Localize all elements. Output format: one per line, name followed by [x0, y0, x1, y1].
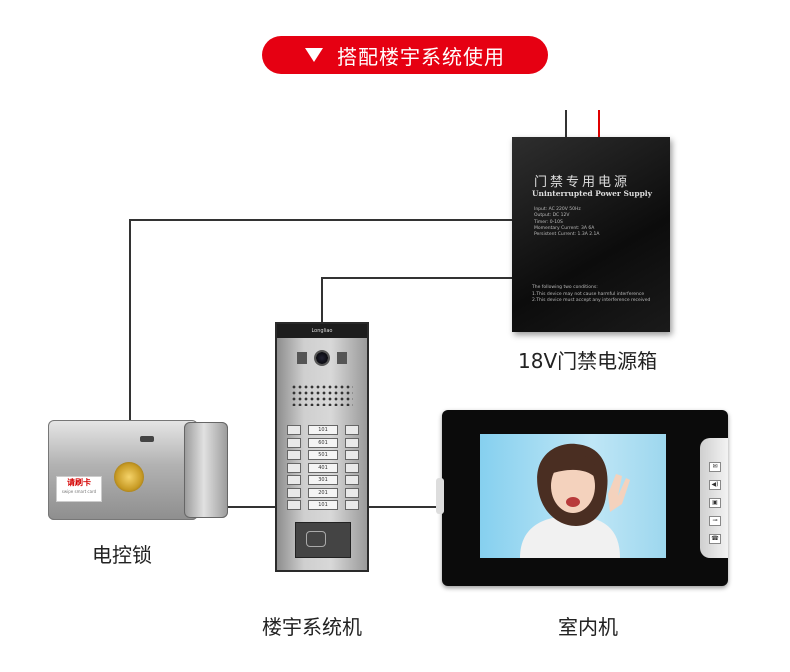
station-brand: Longliao [277, 324, 367, 338]
door-station: Longliao 101 601 501 401 301 201 101 [275, 322, 369, 572]
room-label: 101 [308, 425, 338, 436]
key-button [345, 437, 359, 448]
key-button [287, 500, 301, 511]
key-cylinder-icon [114, 462, 144, 492]
psu-note-list: The following two conditions: 1.This dev… [532, 285, 650, 305]
room-label: 401 [308, 462, 338, 473]
header-banner: 搭配楼宇系统使用 [262, 36, 548, 74]
indoor-monitor: ✉ ◀) ▣ ⊸ ☎ [436, 410, 728, 586]
room-label: 501 [308, 450, 338, 461]
call-button[interactable]: ☎ [709, 534, 721, 544]
sticker-title: 请刷卡 [67, 478, 91, 487]
key-button [287, 450, 301, 461]
psu-spec-list: Input: AC 220V 50Hz Output: DC 12V Timer… [534, 207, 599, 238]
monitor-button-panel: ✉ ◀) ▣ ⊸ ☎ [700, 438, 728, 558]
psu-spec-line: Output: DC 12V [534, 213, 570, 219]
psu-title-cn: 门禁专用电源 [534, 175, 631, 190]
monitor-button[interactable]: ▣ [709, 498, 721, 508]
keypad-row: 501 [287, 449, 359, 462]
key-button [287, 462, 301, 473]
person-photo-icon [520, 443, 630, 558]
psu-spec-line: Momentary Current: 3A 6A [534, 225, 595, 231]
unlock-button[interactable]: ⊸ [709, 516, 721, 526]
electric-lock: 请刷卡 swipe smart card [48, 418, 228, 523]
key-button [345, 500, 359, 511]
monitor-screen [480, 434, 666, 558]
room-label: 101 [308, 500, 338, 511]
station-light-icon [297, 352, 307, 364]
station-light-icon [337, 352, 347, 364]
volume-button[interactable]: ◀) [709, 480, 721, 490]
lock-caption: 电控锁 [92, 543, 152, 567]
key-button [345, 462, 359, 473]
keypad-row: 601 [287, 437, 359, 450]
down-triangle-icon [305, 48, 323, 62]
psu-spec-line: Timer: 0-10S [534, 219, 563, 225]
key-button [287, 425, 301, 436]
station-caption: 楼宇系统机 [262, 615, 362, 639]
psu-title-en: Uninterrupted Power Supply [532, 189, 653, 198]
key-button [287, 487, 301, 498]
card-reader-slot [140, 436, 154, 442]
card-reader-icon [295, 522, 351, 558]
psu-note-line: 1.This device may not cause harmful inte… [532, 291, 645, 297]
psu-spec-line: Persistent Current: 1.3A 2.1A [534, 232, 600, 238]
key-button [345, 487, 359, 498]
key-button [287, 437, 301, 448]
keypad-row: 201 [287, 487, 359, 500]
keypad-row: 101 [287, 424, 359, 437]
keypad-row: 301 [287, 474, 359, 487]
psu-note-line: The following two conditions: [532, 285, 598, 290]
swipe-card-sticker: 请刷卡 swipe smart card [56, 476, 102, 502]
psu-spec-line: Input: AC 220V 50Hz [534, 207, 581, 212]
room-label: 601 [308, 437, 338, 448]
room-label: 201 [308, 487, 338, 498]
keypad-row: 401 [287, 462, 359, 475]
side-port [436, 478, 444, 514]
speaker-grille [291, 384, 353, 406]
room-keypad: 101 601 501 401 301 201 101 [287, 424, 359, 512]
wire-psu-station [321, 277, 512, 323]
wire-psu-lock [129, 219, 512, 420]
lock-latch-cap [184, 422, 228, 518]
psu-note-line: 2.This device must accept any interferen… [532, 298, 651, 303]
monitor-caption: 室内机 [558, 615, 618, 639]
banner-title: 搭配楼宇系统使用 [337, 44, 505, 69]
camera-icon [316, 352, 328, 364]
message-button[interactable]: ✉ [709, 462, 721, 472]
psu-caption: 18V门禁电源箱 [518, 349, 658, 373]
key-button [345, 450, 359, 461]
power-supply-box: 门禁专用电源 Uninterrupted Power Supply Input:… [512, 137, 670, 332]
keypad-row: 101 [287, 499, 359, 512]
key-button [345, 475, 359, 486]
sticker-subtitle: swipe smart card [61, 489, 97, 494]
key-button [287, 475, 301, 486]
room-label: 301 [308, 475, 338, 486]
key-button [345, 425, 359, 436]
